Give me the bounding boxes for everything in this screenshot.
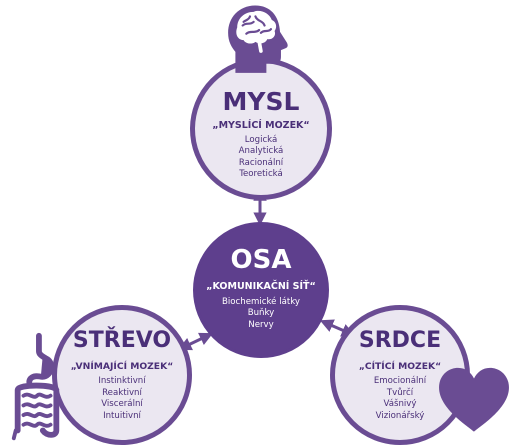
list-item: Vášnivý: [383, 399, 417, 410]
list-item: Tvůrčí: [386, 387, 414, 398]
heart-icon: [439, 367, 509, 432]
list-item: Emocionální: [373, 376, 427, 387]
node-osa: OSA „KOMUNIKAČNÍ SÍŤ“ Biochemické látky …: [193, 222, 329, 358]
node-srdce: SRDCE „CÍTÍCÍ MOZEK“ Emocionální Tvůrčí …: [330, 305, 470, 445]
list-item: Intuitivní: [103, 410, 141, 421]
brain-head-icon: [228, 5, 288, 73]
list-item: Biochemické látky: [222, 296, 300, 307]
list-item: Nervy: [248, 319, 274, 330]
list-item: Reaktivní: [102, 387, 142, 398]
node-subtitle: „KOMUNIKAČNÍ SÍŤ“: [206, 281, 316, 292]
list-item: Instinktivní: [98, 376, 146, 387]
list-item: Logická: [244, 134, 278, 145]
node-title: STŘEVO: [72, 328, 172, 353]
node-subtitle: „VNÍMAJÍCÍ MOZEK“: [70, 361, 174, 372]
node-title: SRDCE: [358, 328, 442, 353]
list-item: Viscerální: [101, 399, 143, 410]
node-title: MYSL: [222, 87, 300, 116]
intestines-icon: [11, 332, 60, 441]
list-item: Racionální: [238, 157, 284, 168]
node-mysl: MYSL „MYSLÍCÍ MOZEK“ Logická Analytická …: [190, 58, 332, 200]
list-item: Vizionářský: [375, 410, 425, 421]
node-strevo: STŘEVO „VNÍMAJÍCÍ MOZEK“ Instinktivní Re…: [52, 305, 192, 445]
connector-osa-strevo: [177, 332, 214, 351]
node-subtitle: „CÍTÍCÍ MOZEK“: [358, 361, 442, 372]
list-item: Teoretická: [239, 169, 283, 179]
list-item: Buňky: [247, 308, 275, 318]
node-title: OSA: [230, 245, 292, 275]
list-item: Analytická: [238, 146, 284, 156]
node-subtitle: „MYSLÍCÍ MOZEK“: [212, 120, 310, 131]
